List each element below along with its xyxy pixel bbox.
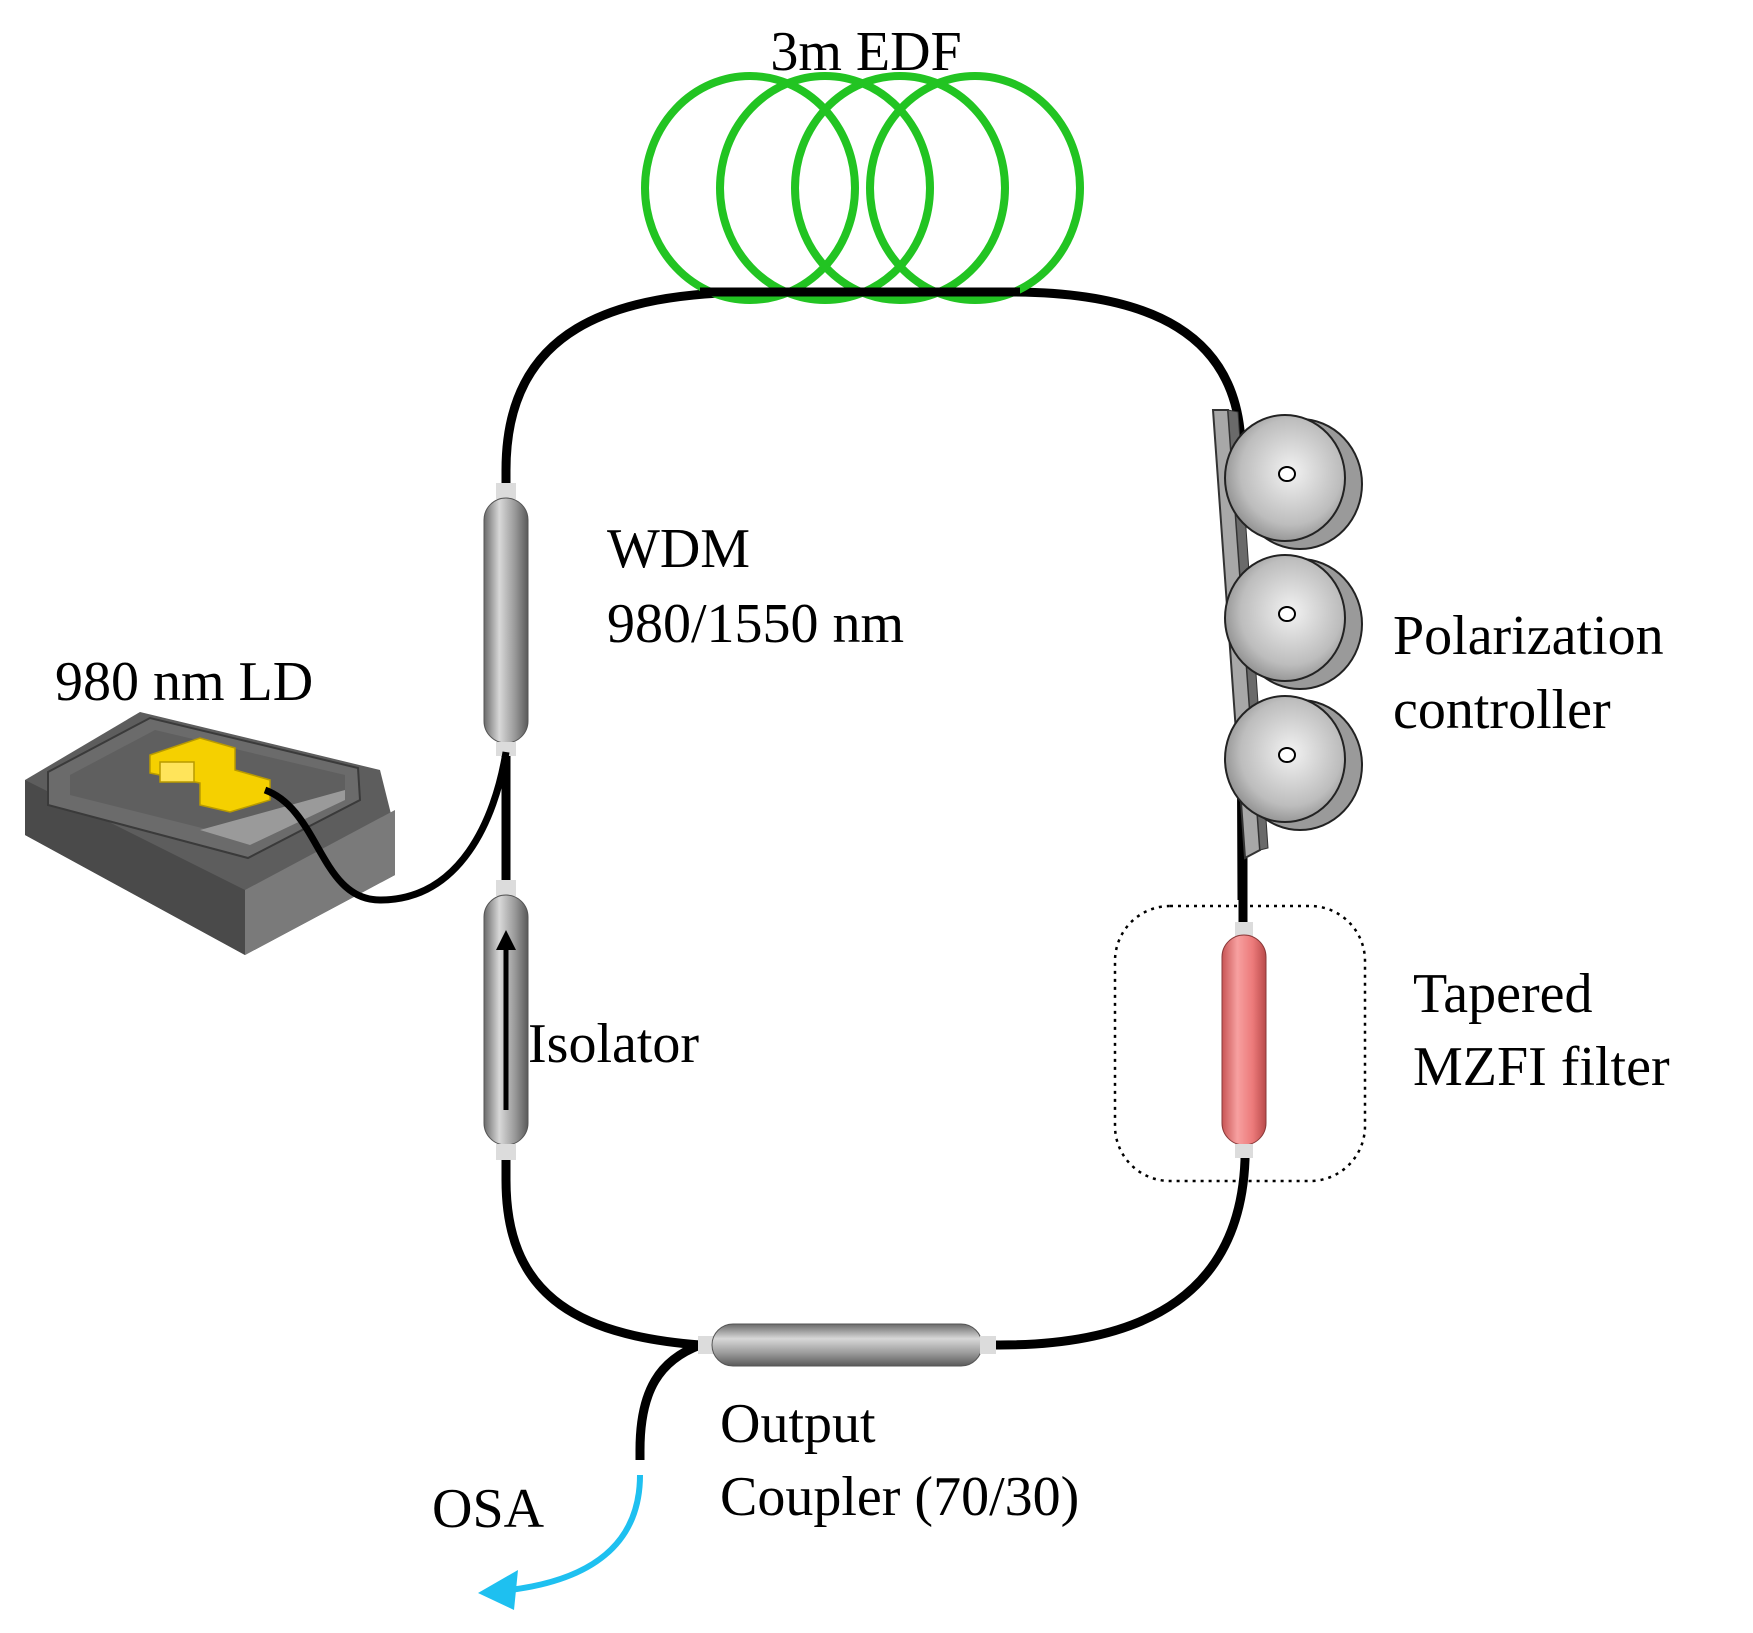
fiber-ring xyxy=(501,1145,1250,1350)
ld-label: 980 nm LD xyxy=(55,651,313,713)
osa-output-arrow xyxy=(509,1474,643,1593)
wdm-label-line2: 980/1550 nm xyxy=(607,593,904,655)
polarization-controller xyxy=(1211,409,1363,860)
wdm-coupler xyxy=(483,483,529,756)
isolator-label: Isolator xyxy=(528,1013,699,1075)
pc-label-line1: Polarization xyxy=(1393,605,1664,667)
pc-paddle-3 xyxy=(1224,695,1363,831)
output-tap-fiber xyxy=(635,1340,702,1460)
pc-paddle-1 xyxy=(1224,414,1363,550)
filter-label-line1: Tapered xyxy=(1413,963,1593,1025)
output-coupler xyxy=(698,1323,996,1367)
pc-label-line2: controller xyxy=(1393,679,1611,741)
coupler-label-line1: Output xyxy=(720,1393,876,1455)
filter-label-line2: MZFI filter xyxy=(1413,1036,1670,1098)
edf-coil xyxy=(641,72,1084,304)
laser-chip xyxy=(149,737,271,813)
coupler-label-line2: Coupler (70/30) xyxy=(720,1466,1079,1528)
pc-paddle-2 xyxy=(1224,554,1363,690)
laser-diode xyxy=(25,712,395,955)
osa-label: OSA xyxy=(432,1478,545,1540)
edf-label: 3m EDF xyxy=(770,21,961,83)
osa-arrow-head xyxy=(478,1570,518,1610)
filter-dotted-box xyxy=(1113,904,1367,1183)
isolator xyxy=(483,880,529,1160)
ld-pump-fiber xyxy=(263,751,510,904)
wdm-label-line1: WDM xyxy=(607,518,750,580)
tapered-mzfi-filter xyxy=(1221,922,1267,1158)
